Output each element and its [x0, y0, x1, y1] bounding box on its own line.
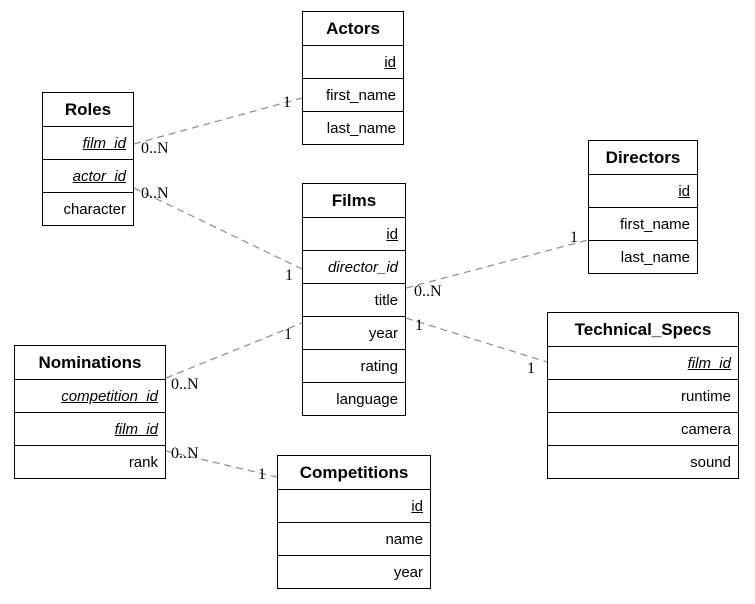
entity-technical-specs: Technical_Specs film_id runtime camera s… — [547, 312, 739, 479]
column-films-director-id: director_id — [303, 250, 405, 283]
column-films-language: language — [303, 382, 405, 415]
entity-nominations: Nominations competition_id film_id rank — [14, 345, 166, 479]
entity-actors: Actors id first_name last_name — [302, 11, 404, 145]
entity-directors-title: Directors — [605, 147, 681, 167]
cardinality-films-technical-specs-films-end: 1 — [415, 317, 423, 334]
entity-actors-title: Actors — [326, 18, 380, 38]
entity-competitions-title: Competitions — [299, 462, 409, 482]
relationship-line-films-directors — [405, 239, 589, 289]
relationship-line-films-technical-specs — [405, 317, 548, 363]
cardinality-roles-actors-actors-end: 1 — [283, 94, 291, 111]
column-nominations-rank: rank — [15, 445, 165, 478]
column-roles-film-id: film_id — [43, 126, 133, 159]
entity-nominations-title: Nominations — [38, 352, 142, 372]
column-actors-last-name: last_name — [303, 111, 403, 144]
column-films-id: id — [303, 217, 405, 250]
cardinality-nominations-films-films-end: 1 — [284, 326, 292, 343]
column-films-title: title — [303, 283, 405, 316]
column-roles-character: character — [43, 192, 133, 225]
column-nominations-film-id: film_id — [15, 412, 165, 445]
entity-roles-title: Roles — [64, 99, 112, 119]
cardinality-films-directors-directors-end: 1 — [570, 229, 578, 246]
column-competitions-year: year — [278, 555, 430, 588]
column-films-year: year — [303, 316, 405, 349]
cardinality-roles-films-roles-end: 0..N — [141, 185, 169, 202]
column-technical-specs-camera: camera — [548, 412, 738, 445]
cardinality-roles-films-films-end: 1 — [285, 267, 293, 284]
column-technical-specs-runtime: runtime — [548, 379, 738, 412]
column-actors-id: id — [303, 45, 403, 78]
entity-directors: Directors id first_name last_name — [588, 140, 698, 274]
cardinality-nominations-competitions-competitions-end: 1 — [258, 466, 266, 483]
column-directors-id: id — [589, 174, 697, 207]
cardinality-films-technical-specs-specs-end: 1 — [527, 360, 535, 377]
cardinality-nominations-films-nominations-end: 0..N — [171, 376, 199, 393]
column-films-rating: rating — [303, 349, 405, 382]
relationship-line-nominations-films — [165, 322, 303, 379]
relationship-line-roles-actors — [133, 97, 303, 145]
column-actors-first-name: first_name — [303, 78, 403, 111]
entity-technical-specs-title: Technical_Specs — [574, 319, 712, 339]
entity-competitions: Competitions id name year — [277, 455, 431, 589]
entity-films: Films id director_id title year rating l… — [302, 183, 406, 416]
column-roles-actor-id: actor_id — [43, 159, 133, 192]
entity-films-title: Films — [331, 190, 377, 210]
cardinality-films-directors-films-end: 0..N — [414, 283, 442, 300]
column-directors-last-name: last_name — [589, 240, 697, 273]
column-technical-specs-film-id: film_id — [548, 346, 738, 379]
column-technical-specs-sound: sound — [548, 445, 738, 478]
column-directors-first-name: first_name — [589, 207, 697, 240]
column-competitions-id: id — [278, 489, 430, 522]
entity-roles: Roles film_id actor_id character — [42, 92, 134, 226]
cardinality-nominations-competitions-nominations-end: 0..N — [171, 445, 199, 462]
column-competitions-name: name — [278, 522, 430, 555]
cardinality-roles-actors-roles-end: 0..N — [141, 140, 169, 157]
column-nominations-competition-id: competition_id — [15, 379, 165, 412]
